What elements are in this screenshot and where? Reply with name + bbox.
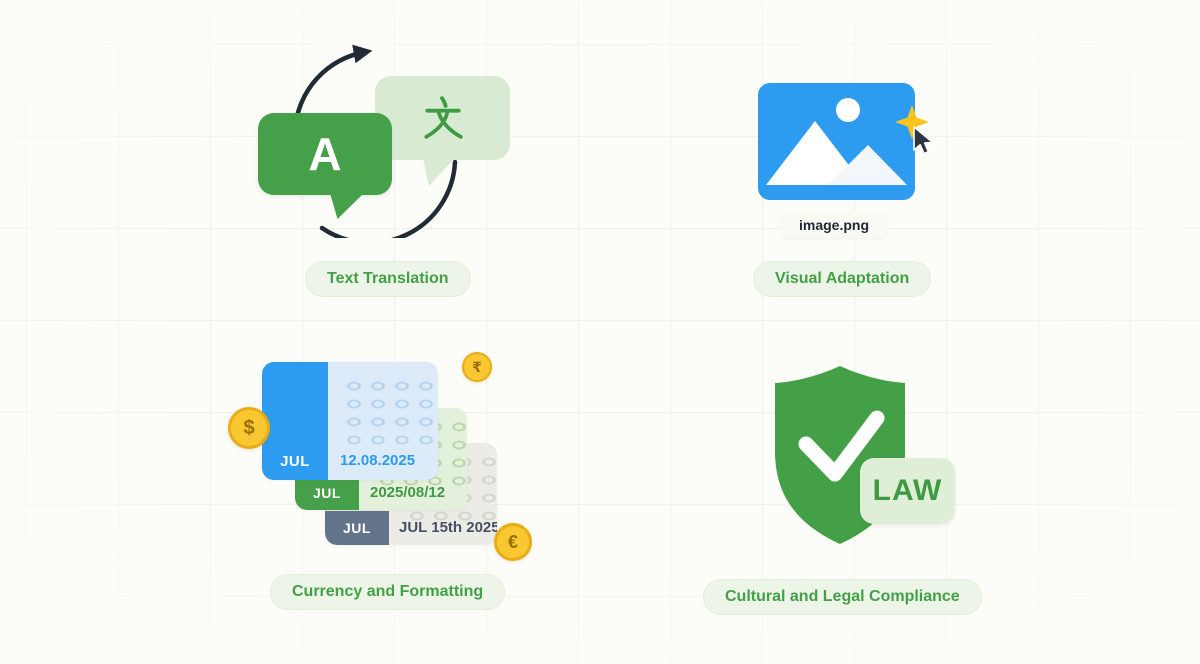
sparkle-star-icon	[895, 105, 929, 139]
currency-formatting-label: Currency and Formatting	[270, 574, 506, 610]
law-badge: LAW	[860, 458, 955, 524]
chinese-character-icon	[423, 96, 463, 139]
filename-tag: image.png	[781, 211, 887, 238]
date-text: 2025/08/12	[370, 484, 446, 501]
month-tab: JUL	[295, 476, 359, 510]
source-letter: A	[308, 128, 342, 180]
source-language-bubble: A	[258, 113, 392, 219]
mountain-small	[828, 145, 907, 185]
legal-compliance-label: Cultural and Legal Compliance	[703, 579, 982, 615]
calendar-dots	[342, 377, 438, 449]
rupee-symbol: ₹	[472, 358, 482, 375]
visual-adaptation-label: Visual Adaptation	[753, 261, 932, 297]
month-tab: JUL	[325, 511, 389, 545]
euro-coin-icon: €	[494, 523, 532, 561]
euro-symbol: €	[507, 531, 518, 552]
checkmark-icon	[798, 410, 885, 482]
mountains-sun-icon	[766, 98, 907, 185]
month-column: JUL	[262, 362, 328, 480]
mountain-large	[766, 121, 864, 185]
image-thumbnail	[758, 83, 915, 200]
date-text: 12.08.2025	[340, 452, 416, 469]
date-text: JUL 15th 2025	[399, 519, 497, 536]
calendar-card-blue: JUL 12.08.2025	[262, 362, 438, 480]
target-language-bubble	[375, 76, 510, 186]
rupee-coin-icon: ₹	[462, 352, 492, 382]
cursor-icon	[913, 126, 934, 155]
dollar-coin-icon: $	[228, 407, 270, 449]
text-translation-label: Text Translation	[305, 261, 471, 297]
sun-icon	[836, 98, 860, 122]
dollar-symbol: $	[243, 416, 255, 439]
